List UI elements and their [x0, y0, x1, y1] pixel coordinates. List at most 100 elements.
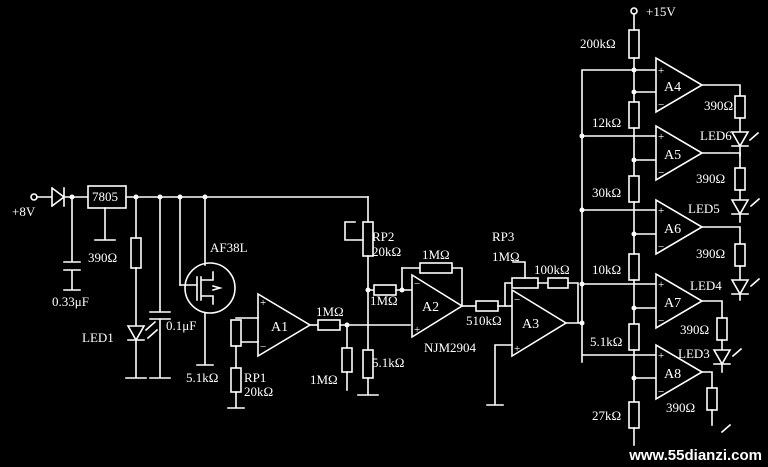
- led5-label: LED5: [688, 201, 720, 216]
- resistor-390: [130, 237, 142, 269]
- ladder-5k1: [628, 323, 640, 351]
- r1m-a2in-label: 1MΩ: [370, 293, 398, 308]
- input-terminal: [30, 193, 38, 201]
- a5-minus: −: [658, 167, 664, 179]
- stage-a2: [344, 196, 477, 396]
- resistor-rp1-body: [230, 367, 242, 393]
- led4-res-label: 390Ω: [696, 246, 725, 261]
- a1-minus: −: [260, 341, 266, 353]
- led1-label: LED1: [82, 330, 114, 345]
- rp2-value-label: 20kΩ: [372, 244, 401, 259]
- led3-label: LED3: [678, 346, 710, 361]
- supply-15v-label: +15V: [646, 4, 676, 19]
- resistor-510k: [475, 300, 499, 312]
- a8-output-resistor: [706, 387, 718, 411]
- a4-plus: +: [658, 65, 664, 77]
- a2-label: A2: [422, 300, 439, 315]
- a6-label: A6: [664, 222, 681, 237]
- ladder-30k-label: 30kΩ: [592, 185, 621, 200]
- a3-minus: −: [514, 294, 520, 306]
- comparator-ladder: [579, 7, 761, 446]
- a4-minus: −: [658, 99, 664, 111]
- r51-a1-label: 5.1kΩ: [186, 370, 218, 385]
- r1m-a2fb-label: 1MΩ: [422, 247, 450, 262]
- resistor-1m-ground: [341, 347, 353, 373]
- rp3-name-label: RP3: [492, 229, 514, 244]
- a4-label: A4: [664, 80, 681, 95]
- a8-label: A8: [664, 367, 681, 382]
- ladder-51k-label: 5.1kΩ: [590, 334, 622, 349]
- opamp-a4: [655, 56, 704, 114]
- opamp-a8: [655, 343, 704, 401]
- led3-res-label: 390Ω: [680, 322, 709, 337]
- a7-label: A7: [664, 296, 681, 311]
- opamp-part-label: NJM2904: [424, 340, 477, 355]
- a6-minus: −: [658, 241, 664, 253]
- stage-a3: [475, 261, 583, 406]
- potentiometer-rp1: [230, 319, 242, 347]
- r100-label: 100kΩ: [534, 262, 570, 277]
- opamp-a3: [511, 288, 568, 358]
- a2-minus: −: [414, 278, 420, 290]
- opamp-a5: [655, 124, 704, 182]
- ladder-200k-label: 200kΩ: [580, 36, 616, 51]
- cap2-label: 0.1μF: [166, 318, 196, 333]
- led6-resistor: [734, 95, 746, 119]
- resistor-1m-a2-feedback: [419, 262, 453, 274]
- ladder-27k-label: 27kΩ: [592, 408, 621, 423]
- a5-label: A5: [664, 148, 681, 163]
- ladder-30k: [628, 175, 640, 203]
- rp3-value-label: 1MΩ: [492, 249, 520, 264]
- a3-label: A3: [522, 317, 539, 332]
- resistor-100k: [547, 277, 569, 289]
- ladder-27k: [628, 401, 640, 429]
- r1m-ground-label: 1MΩ: [310, 372, 338, 387]
- a7-minus: −: [658, 315, 664, 327]
- a2-plus: +: [414, 324, 420, 336]
- input-section: [30, 185, 369, 379]
- opamp-a1: [257, 292, 312, 358]
- opamp-a2: [411, 273, 464, 339]
- a1-label: A1: [271, 320, 288, 335]
- led6-label: LED6: [700, 128, 732, 143]
- potentiometer-rp3: [511, 277, 539, 289]
- led4-resistor: [734, 243, 746, 267]
- rp1-name-label: RP1: [244, 370, 266, 385]
- stage-a1: [227, 292, 411, 409]
- ladder-12k: [628, 101, 640, 129]
- ladder-200k: [628, 29, 640, 59]
- led5-res-label: 390Ω: [696, 171, 725, 186]
- watermark: www.55dianzi.com: [627, 447, 764, 464]
- r1m-a1-label: 1MΩ: [316, 304, 344, 319]
- ladder-10k-label: 10kΩ: [592, 262, 621, 277]
- led3-resistor: [716, 317, 728, 341]
- a3-plus: +: [514, 343, 520, 355]
- led4-label: LED4: [690, 278, 722, 293]
- supply-terminal: [630, 7, 638, 15]
- labels: +15V +8V 7805 AF38L 0.33μF 0.1μF 390Ω LE…: [12, 4, 733, 423]
- led5-resistor: [734, 167, 746, 191]
- cap1-label: 0.33μF: [52, 294, 89, 309]
- ladder-10k: [628, 253, 640, 281]
- rp2-name-label: RP2: [372, 229, 394, 244]
- r390-label: 390Ω: [88, 250, 117, 265]
- r51-a2-label: 5.1kΩ: [372, 355, 404, 370]
- ladder-12k-label: 12kΩ: [592, 115, 621, 130]
- a1-plus: +: [260, 297, 266, 309]
- a8-minus: −: [658, 386, 664, 398]
- opamp-a7: [655, 272, 704, 330]
- supply-8v-label: +8V: [12, 204, 36, 219]
- a8-res-label: 390Ω: [666, 400, 695, 415]
- regulator-label: 7805: [92, 189, 118, 204]
- a8-plus: +: [658, 350, 664, 362]
- sensor-af38l: [184, 262, 236, 314]
- a6-plus: +: [658, 205, 664, 217]
- rp1-value-label: 20kΩ: [244, 384, 273, 399]
- a5-plus: +: [658, 131, 664, 143]
- a7-plus: +: [658, 279, 664, 291]
- resistor-1m-a1: [317, 319, 341, 331]
- opamp-a6: [655, 198, 704, 256]
- led6-res-label: 390Ω: [704, 98, 733, 113]
- sensor-label: AF38L: [210, 240, 248, 255]
